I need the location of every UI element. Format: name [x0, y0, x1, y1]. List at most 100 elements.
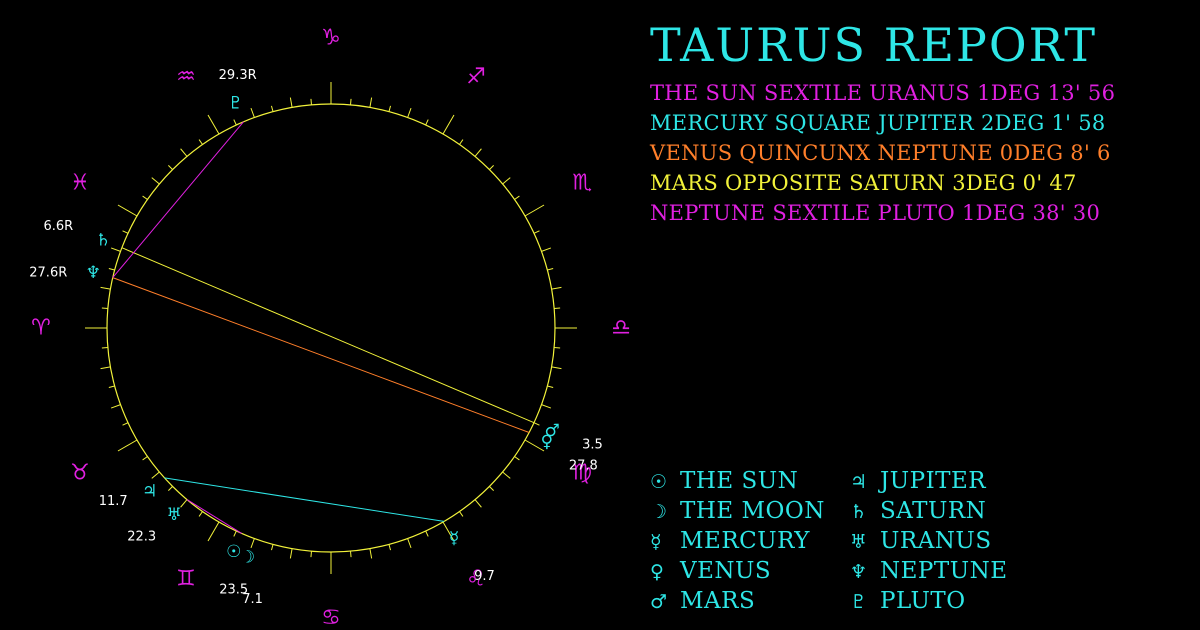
- degree-tick: [533, 422, 540, 426]
- legend-label: SATURN: [880, 498, 987, 524]
- aquarius-sign-icon: ♒: [176, 64, 196, 89]
- mercury-icon: ☿: [449, 529, 459, 549]
- legend-label: MERCURY: [680, 528, 810, 554]
- aries-sign-icon: ♈: [31, 316, 51, 341]
- degree-tick: [310, 551, 312, 558]
- degree-tick: [474, 148, 482, 157]
- legend-item-neptune: ♆ NEPTUNE: [850, 556, 1008, 586]
- degree-tick: [502, 177, 511, 185]
- pluto-degree-label: 29.3R: [219, 68, 257, 83]
- neptune-icon: ♆: [86, 263, 101, 283]
- degree-tick: [108, 267, 115, 271]
- degree-tick: [369, 97, 373, 108]
- legend-item-mars: ♂MARS: [650, 586, 825, 616]
- legend-label: URANUS: [880, 528, 992, 554]
- degree-tick: [117, 439, 138, 452]
- degree-tick: [369, 548, 373, 559]
- legend-label: VENUS: [680, 558, 772, 584]
- mercury-icon: ☿: [650, 531, 663, 553]
- degree-tick: [407, 107, 412, 118]
- degree-tick: [250, 538, 255, 549]
- legend-column-left: ☉ THE SUN ☽ THE MOON ☿ MERCURY ♀VENUS ♂MARS: [650, 466, 825, 616]
- degree-tick: [442, 114, 455, 135]
- degree-tick: [541, 404, 552, 409]
- neptune-icon: ♆: [850, 561, 868, 583]
- degree-tick: [442, 521, 455, 542]
- venus-icon: ♀: [541, 432, 553, 452]
- degree-tick: [151, 177, 160, 185]
- sun-icon: ☉: [226, 542, 241, 562]
- degree-tick: [459, 511, 464, 517]
- mars-icon: ♂: [545, 421, 560, 441]
- degree-tick: [502, 471, 511, 479]
- degree-tick: [198, 139, 203, 145]
- legend-label: JUPITER: [880, 468, 987, 494]
- venus-degree-label: 27.8: [569, 458, 598, 473]
- degree-tick: [289, 97, 293, 108]
- degree-tick: [233, 119, 237, 126]
- legend-item-moon: ☽ THE MOON: [650, 496, 825, 526]
- degree-tick: [554, 347, 561, 349]
- sagittarius-sign-icon: ♐: [466, 64, 486, 89]
- aspect-line-neptune-pluto: [112, 121, 244, 278]
- degree-tick: [514, 195, 520, 200]
- legend-label: NEPTUNE: [880, 558, 1008, 584]
- jupiter-icon: ♃: [142, 481, 157, 501]
- mars-icon: ♂: [650, 591, 668, 613]
- zodiac-signs: ♈♉♊♋♌♍♎♏♐♑♒♓: [31, 26, 631, 630]
- libra-sign-icon: ♎: [611, 316, 631, 341]
- degree-tick: [551, 286, 562, 290]
- degree-tick: [551, 366, 562, 370]
- aspect-item: THE SUN SEXTILE URANUS 1DEG 13' 56: [650, 81, 1116, 105]
- capricorn-sign-icon: ♑: [321, 26, 341, 51]
- degree-tick: [459, 139, 464, 145]
- degree-tick: [547, 267, 554, 271]
- degree-tick: [233, 530, 237, 537]
- degree-tick: [142, 456, 148, 461]
- legend-label: THE MOON: [680, 498, 825, 524]
- degree-tick: [101, 307, 108, 309]
- taurus-sign-icon: ♉: [70, 461, 90, 486]
- sun-icon: ☉: [650, 471, 668, 493]
- degree-tick: [270, 544, 274, 551]
- degree-tick: [122, 422, 129, 426]
- neptune-degree-label: 27.6R: [29, 266, 67, 281]
- report-title: TAURUS REPORT: [650, 18, 1098, 72]
- pisces-sign-icon: ♓: [70, 171, 90, 196]
- degree-tick: [310, 98, 312, 105]
- degree-tick: [122, 230, 129, 234]
- legend-item-pluto: ♇PLUTO: [850, 586, 1008, 616]
- degree-tick: [108, 385, 115, 389]
- legend-item-venus: ♀VENUS: [650, 556, 825, 586]
- degree-tick: [350, 98, 352, 105]
- degree-tick: [514, 456, 520, 461]
- degree-tick: [425, 119, 429, 126]
- moon-degree-label: 7.1: [242, 592, 263, 607]
- moon-icon: ☽: [650, 501, 668, 523]
- degree-tick: [407, 538, 412, 549]
- degree-tick: [100, 366, 111, 370]
- aspect-item: VENUS QUINCUNX NEPTUNE 0DEG 8' 6: [650, 141, 1111, 165]
- uranus-icon: ♅: [850, 531, 868, 553]
- saturn-degree-label: 6.6R: [43, 219, 73, 234]
- degree-tick: [388, 544, 392, 551]
- mars-degree-label: 3.5: [582, 438, 603, 453]
- legend-item-mercury: ☿ MERCURY: [650, 526, 825, 556]
- pluto-icon: ♇: [228, 93, 243, 113]
- aspect-line-mercury-jupiter: [164, 477, 445, 522]
- degree-tick: [289, 548, 293, 559]
- legend-label: THE SUN: [680, 468, 799, 494]
- cancer-sign-icon: ♋: [321, 606, 341, 630]
- aspect-line-venus-neptune: [112, 277, 530, 433]
- degree-tick: [168, 486, 173, 491]
- moon-icon: ☽: [240, 547, 255, 567]
- aspect-item: NEPTUNE SEXTILE PLUTO 1DEG 38' 30: [650, 201, 1101, 225]
- gemini-sign-icon: ♊: [176, 567, 196, 592]
- degree-tick: [110, 247, 121, 252]
- degree-tick: [474, 499, 482, 508]
- degree-tick: [250, 107, 255, 118]
- mercury-degree-label: 9.7: [474, 569, 495, 584]
- pluto-icon: ♇: [850, 591, 868, 613]
- degree-tick: [151, 471, 160, 479]
- degree-ticks: [85, 82, 577, 574]
